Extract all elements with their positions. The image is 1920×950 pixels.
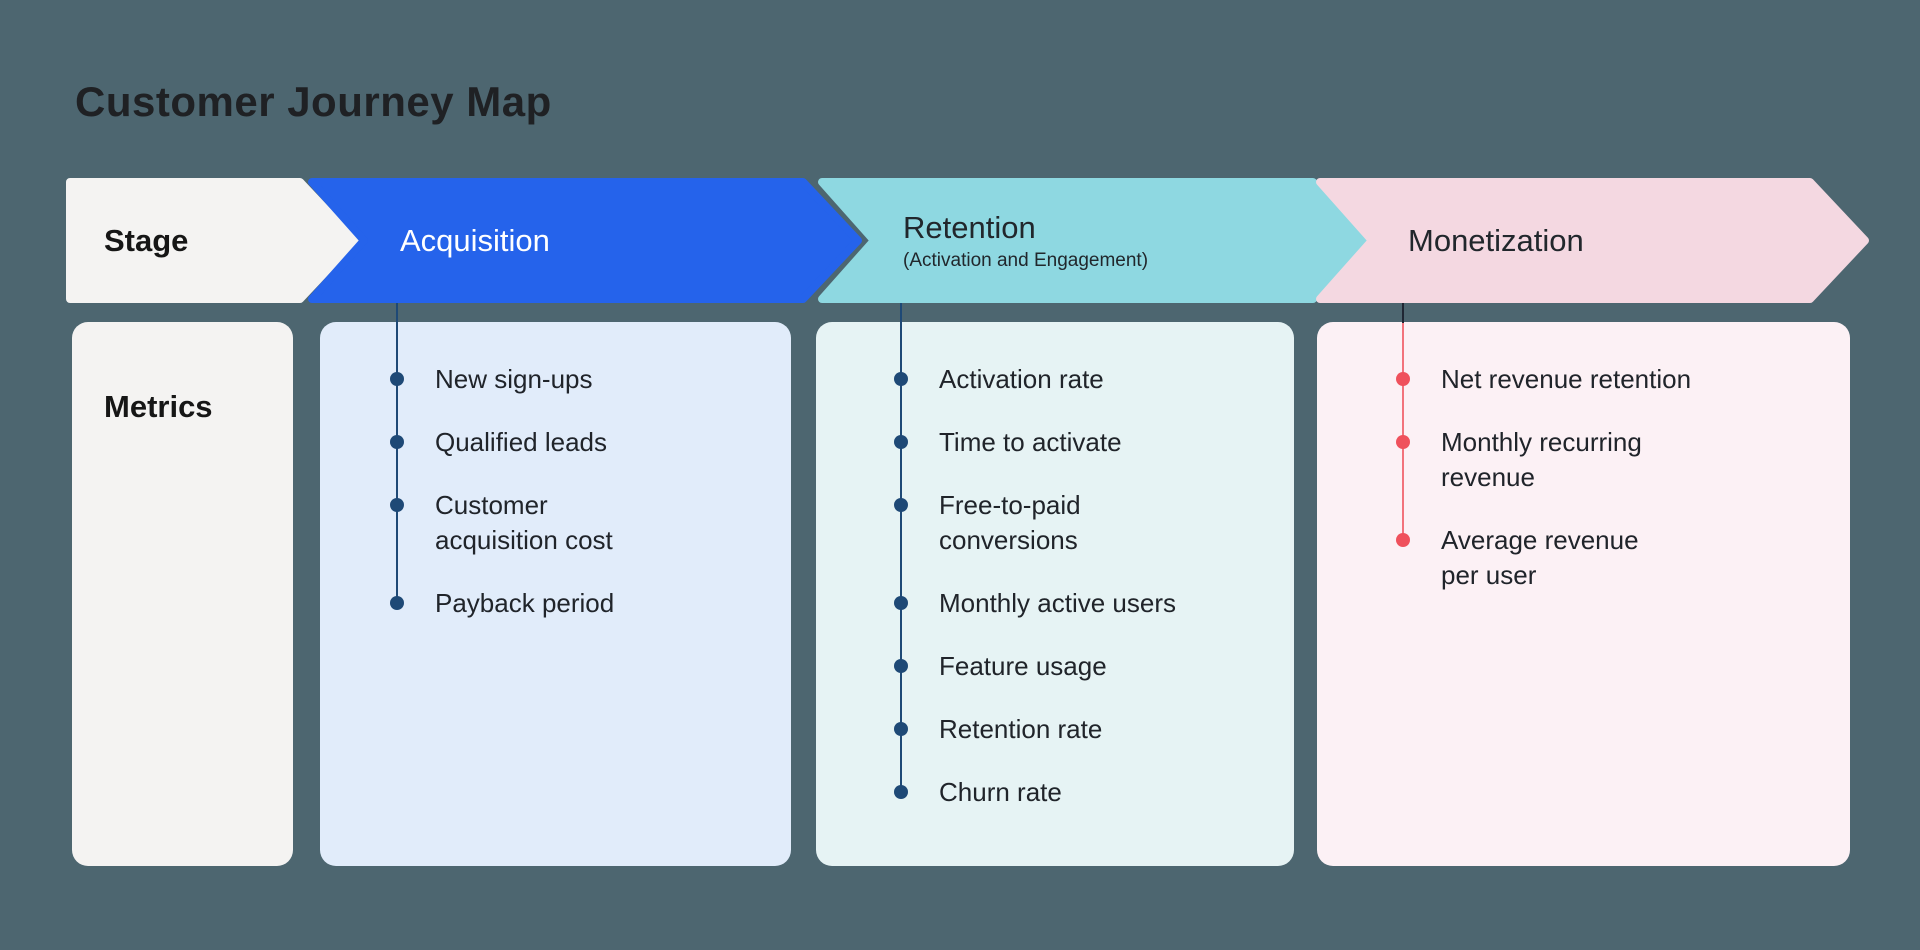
bullet-dot-icon — [894, 498, 908, 512]
metric-text: revenue — [1441, 462, 1535, 492]
metric-text: Net revenue retention — [1441, 364, 1692, 394]
acquisition-connector-line — [396, 303, 398, 605]
list-item: Average revenue per user — [1396, 523, 1816, 593]
list-item: Churn rate — [894, 775, 1284, 810]
list-item: Payback period — [390, 586, 770, 621]
bullet-dot-icon — [894, 659, 908, 673]
list-item: New sign-ups — [390, 362, 770, 397]
acquisition-stage-label-text: Acquisition — [400, 222, 550, 258]
metric-text: New sign-ups — [435, 364, 593, 394]
metric-text: Qualified leads — [435, 427, 607, 457]
metric-text: Payback period — [435, 588, 615, 618]
stage-arrows-graphic — [66, 178, 1869, 303]
monetization-stage-label-text: Monetization — [1408, 222, 1584, 258]
acquisition-arrow-shape — [308, 178, 862, 303]
list-item: Free-to-paid conversions — [894, 488, 1284, 558]
acquisition-metrics-card — [320, 322, 791, 866]
bullet-dot-icon — [390, 435, 404, 449]
metric-text: Average revenue — [1441, 525, 1639, 555]
metric-text: Monthly active users — [939, 588, 1176, 618]
bullet-dot-icon — [1396, 435, 1410, 449]
bullet-dot-icon — [894, 372, 908, 386]
retention-arrow-shape — [818, 178, 1372, 303]
stage-arrow-shape — [66, 178, 359, 303]
list-item: Activation rate — [894, 362, 1284, 397]
stage-row-label-text: Stage — [104, 222, 189, 258]
metric-text: Retention rate — [939, 714, 1103, 744]
list-item: Time to activate — [894, 425, 1284, 460]
stage-arrow-band: Stage Acquisition Retention (Activation … — [0, 178, 1920, 303]
monetization-connector-stub — [1402, 303, 1404, 323]
metric-text: Churn rate — [939, 777, 1062, 807]
retention-connector-line — [900, 303, 902, 795]
metric-text: per user — [1441, 560, 1537, 590]
metric-text: Free-to-paid — [939, 490, 1081, 520]
metric-text: acquisition cost — [435, 525, 613, 555]
bullet-dot-icon — [390, 498, 404, 512]
metrics-row-label: Metrics — [104, 389, 213, 424]
metrics-row-label-card — [72, 322, 293, 866]
acquisition-stage-label: Acquisition — [400, 178, 550, 303]
metric-text: Monthly recurring — [1441, 427, 1642, 457]
bullet-dot-icon — [894, 596, 908, 610]
retention-stage-label: Retention (Activation and Engagement) — [903, 178, 1148, 303]
bullet-dot-icon — [1396, 533, 1410, 547]
retention-stage-sublabel: (Activation and Engagement) — [903, 249, 1149, 271]
retention-metrics-card — [816, 322, 1294, 866]
list-item: Monthly active users — [894, 586, 1284, 621]
list-item: Customer acquisition cost — [390, 488, 770, 558]
metric-text: conversions — [939, 525, 1078, 555]
acquisition-metrics-list: New sign-ups Qualified leads Customer ac… — [390, 362, 770, 649]
stage-row-label: Stage — [104, 178, 188, 303]
bullet-dot-icon — [894, 722, 908, 736]
list-item: Feature usage — [894, 649, 1284, 684]
bullet-dot-icon — [894, 435, 908, 449]
monetization-metrics-card — [1317, 322, 1850, 866]
list-item: Monthly recurring revenue — [1396, 425, 1816, 495]
metric-text: Customer — [435, 490, 548, 520]
bullet-dot-icon — [390, 596, 404, 610]
monetization-connector-line — [1402, 323, 1404, 543]
monetization-arrow-shape — [1316, 178, 1869, 303]
bullet-dot-icon — [894, 785, 908, 799]
bullet-dot-icon — [1396, 372, 1410, 386]
retention-stage-label-text: Retention — [903, 209, 1036, 245]
page-title: Customer Journey Map — [75, 78, 552, 125]
metric-text: Activation rate — [939, 364, 1104, 394]
bullet-dot-icon — [390, 372, 404, 386]
metric-text: Feature usage — [939, 651, 1107, 681]
retention-metrics-list: Activation rate Time to activate Free-to… — [894, 362, 1284, 838]
list-item: Net revenue retention — [1396, 362, 1816, 397]
monetization-stage-label: Monetization — [1408, 178, 1584, 303]
monetization-metrics-list: Net revenue retention Monthly recurring … — [1396, 362, 1816, 621]
list-item: Qualified leads — [390, 425, 770, 460]
list-item: Retention rate — [894, 712, 1284, 747]
metric-text: Time to activate — [939, 427, 1122, 457]
